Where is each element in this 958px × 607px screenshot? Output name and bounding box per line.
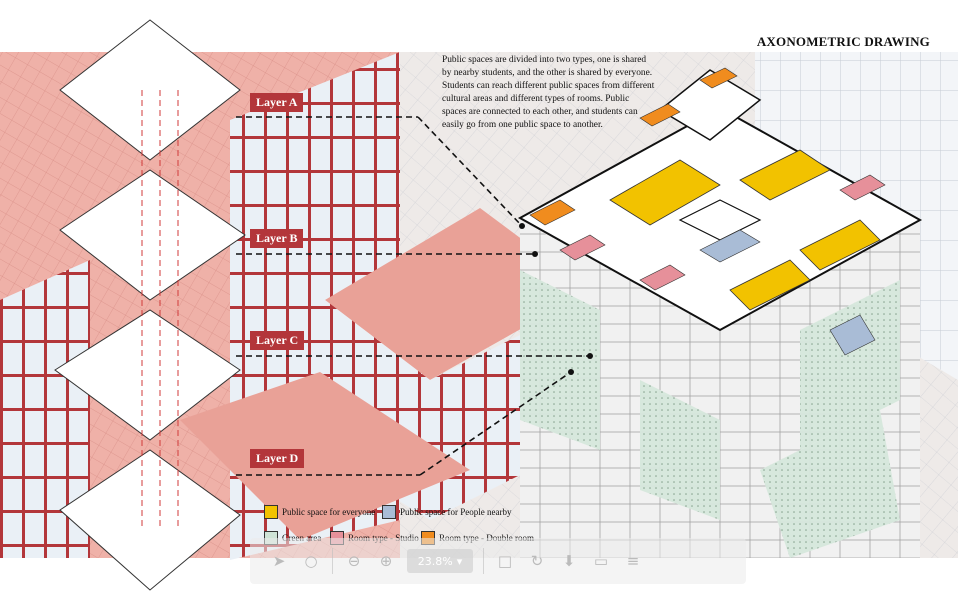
exploded-layer-d [59, 449, 241, 591]
public-space-nearby-2 [829, 314, 876, 356]
fit-page-icon[interactable]: □ [497, 552, 513, 570]
toolbar-divider [332, 548, 333, 574]
low-block-roof [180, 372, 470, 540]
chevron-down-icon: ▾ [456, 554, 463, 568]
double-room-1 [529, 199, 576, 226]
zoom-out-icon[interactable]: ⊖ [347, 552, 361, 570]
more-icon[interactable]: ≡ [626, 552, 640, 570]
layer-d-label: Layer D [250, 449, 305, 468]
studio-room-1 [559, 234, 606, 261]
print-icon[interactable]: ▭ [593, 552, 609, 570]
public-space-everyone-4 [729, 259, 811, 311]
layer-alignment-lines [141, 90, 179, 530]
legend-label: Public space for everyone [282, 507, 376, 517]
exploded-layer-b [59, 169, 246, 301]
hand-icon[interactable]: ○ [304, 552, 318, 570]
leader-endpoints [519, 223, 593, 375]
studio-room-2 [839, 174, 886, 201]
zoom-level-value: 23.8% [417, 554, 453, 568]
legend-swatch-yellow [264, 505, 278, 519]
exploded-layer-a [59, 19, 241, 161]
left-lower-facade [0, 260, 90, 558]
drawing-title: AXONOMETRIC DRAWING [756, 34, 930, 49]
green-terrace-1 [520, 270, 600, 450]
legend-public-nearby: Public space for People nearby [382, 505, 511, 519]
exploded-layer-stack [54, 19, 246, 591]
double-room-3 [699, 67, 738, 89]
green-terrace-3 [800, 280, 900, 450]
green-terrace-4 [760, 410, 900, 558]
layer-b-label: Layer B [250, 229, 304, 248]
public-space-everyone-3 [799, 219, 881, 271]
zoom-in-icon[interactable]: ⊕ [379, 552, 393, 570]
exploded-layer-c [54, 309, 241, 441]
studio-room-3 [639, 264, 686, 291]
legend-swatch-blue [382, 505, 396, 519]
leader-lines [236, 116, 590, 476]
download-icon[interactable]: ⬇ [562, 552, 576, 570]
viewer-toolbar: ➤ ○ ⊖ ⊕ 23.8% ▾ □ ↻ ⬇ ▭ ≡ [250, 538, 746, 584]
layer-c-label: Layer C [250, 331, 305, 350]
floor-plan-wing [658, 69, 762, 141]
description-text: Public spaces are divided into two types… [442, 55, 655, 131]
public-space-everyone-1 [609, 159, 721, 226]
legend-label: Public space for People nearby [400, 507, 512, 517]
cursor-icon[interactable]: ➤ [272, 552, 286, 570]
double-room-2 [639, 103, 681, 127]
public-space-everyone-2 [739, 149, 831, 201]
layer-a-label: Layer A [250, 93, 304, 112]
rotate-icon[interactable]: ↻ [530, 552, 544, 570]
public-space-nearby-1 [699, 229, 761, 263]
green-terrace-2 [640, 380, 720, 520]
legend-public-everyone: Public space for everyone [264, 505, 375, 519]
zoom-level-select[interactable]: 23.8% ▾ [407, 549, 473, 573]
toolbar-divider [483, 548, 484, 574]
